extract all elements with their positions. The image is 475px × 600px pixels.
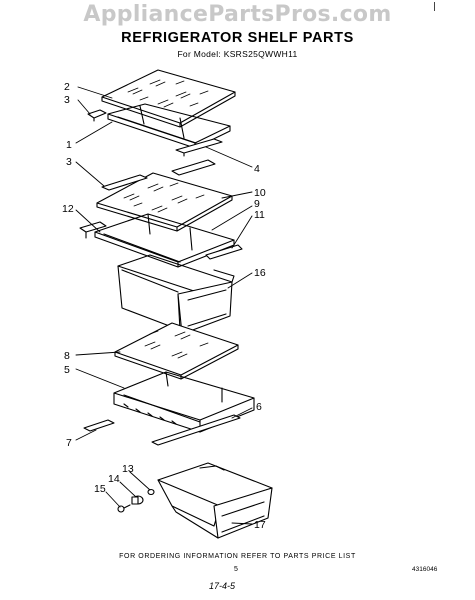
corner-mark (434, 2, 435, 11)
callout-15: 15 (94, 483, 106, 495)
handwritten-note: 17-4-5 (209, 581, 236, 591)
callout-5: 5 (64, 364, 70, 376)
trim-right-top (175, 138, 223, 157)
crisper-pan-upper (117, 254, 235, 335)
callout-14: 14 (108, 473, 120, 485)
glass-shelf-lower (114, 322, 239, 380)
callout-7: 7 (66, 437, 72, 449)
trim-12 (79, 221, 107, 239)
callout-3-top: 3 (64, 94, 70, 106)
trim-left-top (87, 109, 107, 122)
glass-shelf-middle (96, 172, 233, 232)
leader-lines (75, 86, 253, 525)
callout-10: 10 (254, 187, 266, 199)
model-number: For Model: KSRS25QWWH11 (177, 49, 298, 59)
crisper-pan-lower (157, 462, 273, 539)
callout-16: 16 (254, 267, 266, 279)
trim-7 (83, 419, 115, 432)
page-number: 5 (234, 566, 238, 573)
callout-12: 12 (62, 203, 74, 215)
callout-3-middle: 3 (66, 156, 72, 168)
trim-3b (101, 174, 148, 191)
callout-2: 2 (64, 81, 70, 93)
document-code: 4316046 (412, 566, 438, 573)
trim-4 (171, 159, 216, 176)
rail-11 (205, 244, 243, 260)
shelf-frame-middle (94, 213, 235, 268)
page-title: REFRIGERATOR SHELF PARTS (121, 30, 354, 46)
callout-4: 4 (254, 163, 260, 175)
hardware-parts (117, 488, 155, 513)
watermark: AppliancePartsPros.com (83, 2, 392, 27)
trim-6 (151, 414, 241, 446)
callout-9: 9 (254, 198, 260, 210)
callout-8: 8 (64, 350, 70, 362)
callout-1: 1 (66, 139, 72, 151)
glass-shelf-top (101, 69, 236, 128)
shelf-frame-lower (113, 371, 255, 433)
callout-11: 11 (254, 209, 265, 221)
callout-13: 13 (122, 463, 134, 475)
ordering-note: FOR ORDERING INFORMATION REFER TO PARTS … (119, 553, 356, 560)
callout-6: 6 (256, 401, 262, 413)
callout-labels: 2 3 1 3 4 10 9 11 12 16 8 5 6 7 13 14 15… (62, 81, 266, 531)
callout-17: 17 (254, 519, 266, 531)
